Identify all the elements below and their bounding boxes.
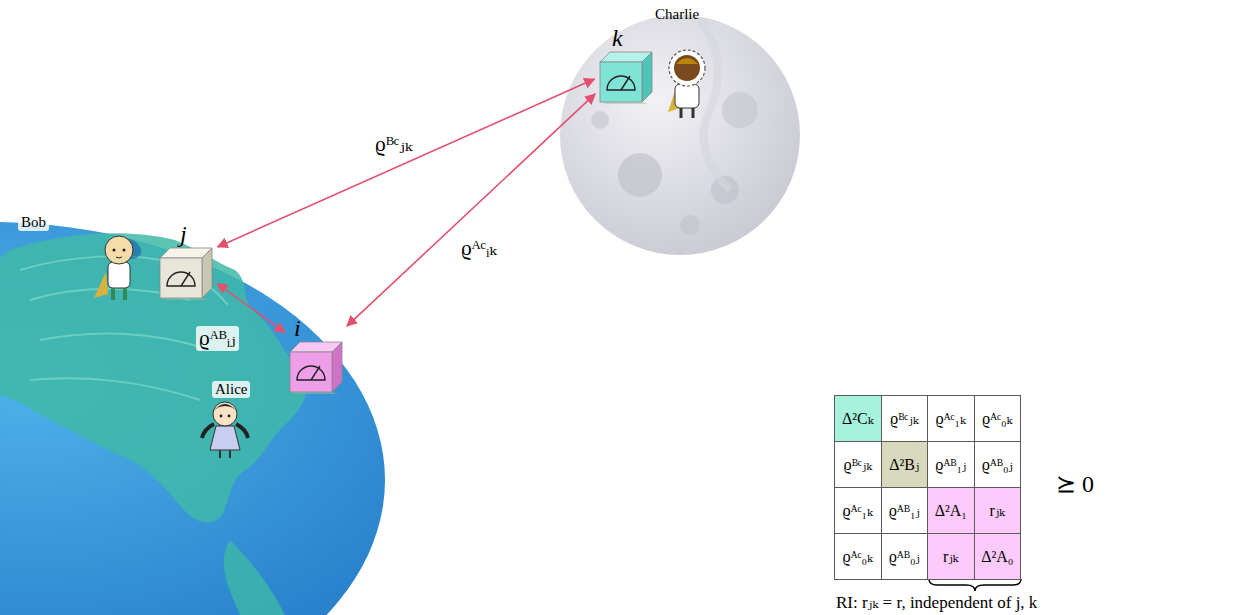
earth bbox=[0, 222, 385, 615]
device-node: k bbox=[598, 26, 654, 104]
matrix-entry: Δ²A₀ bbox=[981, 548, 1013, 566]
matrix-entry: ϱᴬᶜ₁ₖ bbox=[936, 409, 966, 428]
matrix-entry: Δ²Cₖ bbox=[842, 409, 874, 428]
matrix-cell: ϱᴬᶜ₀ₖ bbox=[974, 395, 1022, 442]
matrix-entry: ϱᴬᶜ₀ₖ bbox=[843, 547, 873, 566]
edge-label: ϱᴮᶜⱼₖ bbox=[372, 132, 415, 157]
edge-label: ϱᴬᶜᵢₖ bbox=[458, 236, 500, 261]
brace bbox=[929, 579, 1021, 591]
matrix-entry: ϱᴮᶜⱼₖ bbox=[844, 455, 872, 474]
matrix-cell: ϱᴬᴮ₁ⱼ bbox=[881, 487, 929, 534]
measurement-box bbox=[598, 50, 654, 104]
setting-index: k bbox=[598, 26, 654, 50]
matrix-cell: Δ²Cₖ bbox=[834, 395, 882, 442]
matrix-cell: ϱᴬᶜ₁ₖ bbox=[927, 395, 975, 442]
matrix-entry: Δ²A₁ bbox=[935, 502, 967, 520]
moon bbox=[560, 15, 800, 255]
matrix-entry: ϱᴮᶜⱼₖ bbox=[890, 409, 918, 428]
matrix-cell: ϱᴮᶜⱼₖ bbox=[834, 441, 882, 488]
matrix-entry: ϱᴬᶜ₁ₖ bbox=[843, 501, 873, 520]
note: RI: rⱼₖ = r, independent of j, k bbox=[836, 592, 1037, 613]
matrix-entry: ϱᴬᴮ₀ⱼ bbox=[982, 455, 1013, 474]
matrix-entry: ϱᴬᴮ₁ⱼ bbox=[935, 455, 966, 474]
matrix-entry: rⱼₖ bbox=[990, 501, 1005, 520]
correlation-link bbox=[347, 94, 595, 326]
matrix-entry: ϱᴬᴮ₀ⱼ bbox=[889, 547, 920, 566]
alice-figure bbox=[202, 402, 248, 458]
person-name: Charlie bbox=[655, 6, 699, 23]
measurement-box bbox=[288, 340, 344, 394]
person-name: Bob bbox=[18, 214, 49, 231]
psd-relation: ⪰ 0 bbox=[1056, 470, 1094, 498]
matrix-entry: ϱᴬᴮ₁ⱼ bbox=[889, 501, 920, 520]
matrix-cell: ϱᴬᴮ₀ⱼ bbox=[974, 441, 1022, 488]
matrix-cell: Δ²Bⱼ bbox=[881, 441, 929, 488]
matrix-entry: ϱᴬᶜ₀ₖ bbox=[982, 409, 1012, 428]
matrix-cell: Δ²A₀ bbox=[974, 533, 1022, 580]
matrix-cell: Δ²A₁ bbox=[927, 487, 975, 534]
person-name: Alice bbox=[212, 381, 250, 398]
edge-label: ϱᴬᴮᵢⱼ bbox=[196, 326, 239, 351]
measurement-box bbox=[158, 246, 214, 300]
matrix-entry: Δ²Bⱼ bbox=[889, 455, 919, 474]
setting-index: i bbox=[288, 316, 344, 340]
correlation-link bbox=[218, 79, 595, 247]
matrix-cell: ϱᴬᴮ₁ⱼ bbox=[927, 441, 975, 488]
device-node: j bbox=[158, 222, 214, 300]
matrix-cell: rⱼₖ bbox=[974, 487, 1022, 534]
matrix-cell: ϱᴬᶜ₀ₖ bbox=[834, 533, 882, 580]
matrix-cell: ϱᴮᶜⱼₖ bbox=[881, 395, 929, 442]
bob-figure bbox=[94, 236, 133, 300]
charlie-figure bbox=[668, 50, 705, 118]
setting-index: j bbox=[158, 222, 214, 246]
matrix-cell: ϱᴬᴮ₀ⱼ bbox=[881, 533, 929, 580]
device-node: i bbox=[288, 316, 344, 394]
matrix-cell: ϱᴬᶜ₁ₖ bbox=[834, 487, 882, 534]
matrix-cell: rⱼₖ bbox=[927, 533, 975, 580]
matrix-entry: rⱼₖ bbox=[943, 547, 958, 566]
